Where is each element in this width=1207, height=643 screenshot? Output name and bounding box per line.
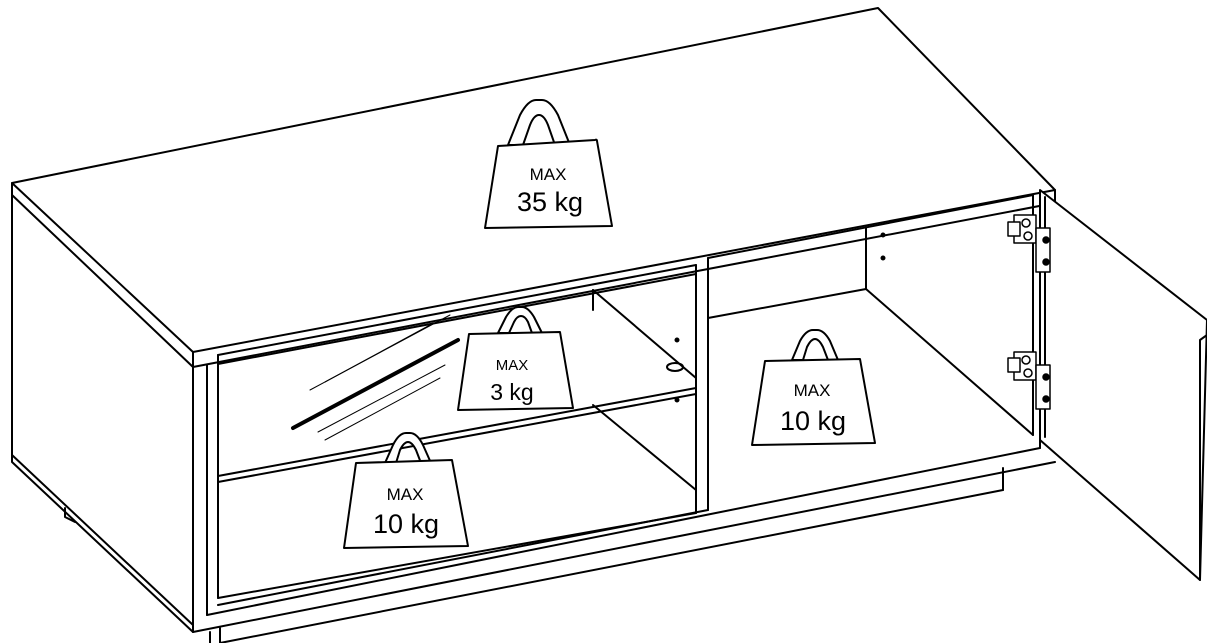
weight-icon-top: MAX 35 kg xyxy=(484,99,613,229)
weight-top-max: MAX xyxy=(530,165,567,184)
cabinet-front xyxy=(192,364,1056,643)
cabinet-left-side xyxy=(11,194,194,633)
hinge-upper xyxy=(1007,214,1051,273)
weight-shelf-load: 3 kg xyxy=(490,379,533,405)
left-compartment xyxy=(217,257,709,606)
weight-right-load: 10 kg xyxy=(780,406,846,436)
glass-reflection xyxy=(291,314,460,441)
weight-right-max: MAX xyxy=(794,381,831,400)
weight-icon-shelf: MAX 3 kg xyxy=(457,306,574,411)
weight-top-load: 35 kg xyxy=(517,187,583,217)
weight-shelf-max: MAX xyxy=(496,357,529,374)
weight-bottom-max: MAX xyxy=(387,485,424,504)
hinge-lower xyxy=(1007,351,1051,410)
cabinet-door xyxy=(1039,189,1207,581)
weight-icon-right: MAX 10 kg xyxy=(751,329,876,446)
weight-bottom-load: 10 kg xyxy=(373,509,439,539)
weight-icon-bottom: MAX 10 kg xyxy=(343,432,469,549)
